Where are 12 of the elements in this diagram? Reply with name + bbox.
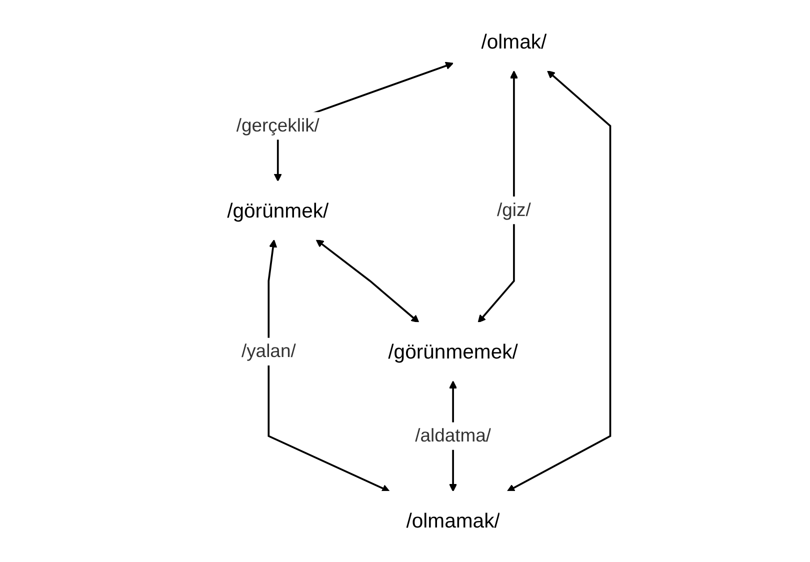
edge-label: /giz/	[497, 200, 532, 221]
edge-label: /yalan/	[242, 341, 296, 362]
arrow	[478, 70, 518, 323]
node-text: /görünmemek/	[388, 340, 518, 364]
node-text: /olmamak/	[406, 508, 500, 532]
node-text: /olmak/	[481, 30, 547, 54]
arrow	[506, 70, 612, 492]
edge-label: /gerçeklik/	[236, 116, 320, 136]
edge-label: /aldatma/	[415, 426, 492, 446]
arrow	[268, 239, 390, 492]
arrow	[316, 239, 420, 323]
node-text: /görünmek/	[227, 198, 329, 222]
